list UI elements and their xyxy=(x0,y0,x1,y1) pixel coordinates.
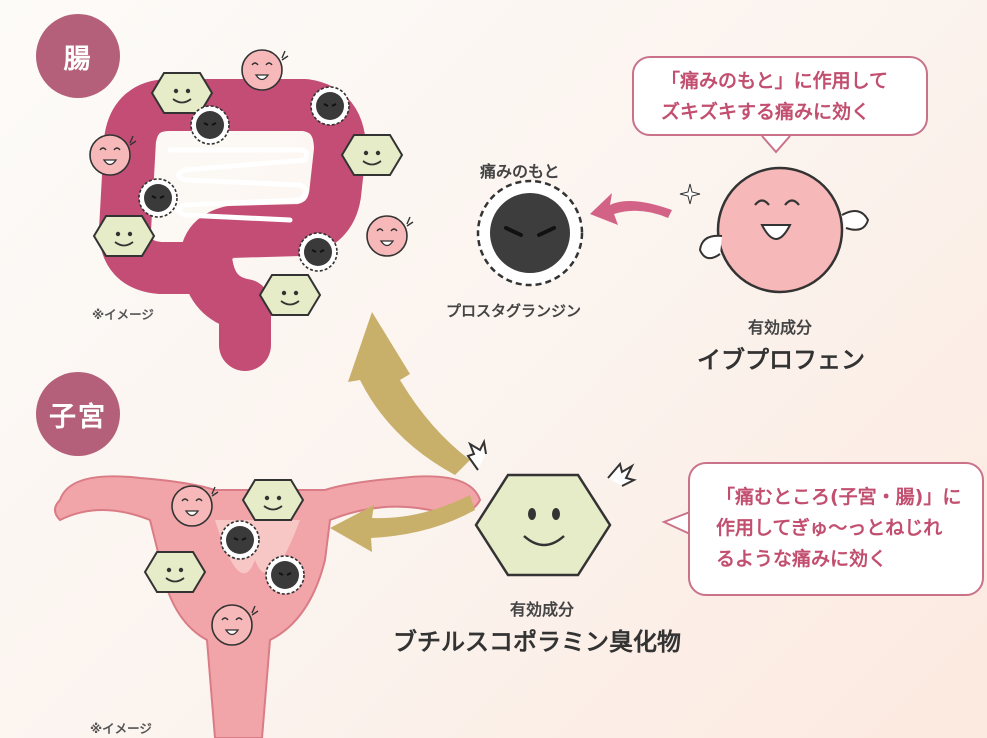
intestine-badge: 腸 xyxy=(36,14,120,98)
hexagon-character-icon xyxy=(145,552,205,592)
pain-source-title: 痛みのもと xyxy=(480,158,560,182)
pink-character-icon xyxy=(367,216,413,256)
ibuprofen-bubble-line-1: 「痛みのもと」に作用して xyxy=(661,66,926,97)
arrow-to-intestine-icon xyxy=(348,312,470,475)
uterus-badge: 子宮 xyxy=(36,372,120,456)
ibuprofen-ingredient-label: 有効成分 xyxy=(748,314,812,338)
arrow-to-pain-source-icon xyxy=(590,193,672,225)
uterus-badge-label: 子宮 xyxy=(49,395,107,434)
bubble-tail xyxy=(762,136,790,152)
dark-ball-icon xyxy=(191,106,229,144)
sparkle-icon xyxy=(680,184,700,204)
dark-ball-icon xyxy=(311,87,349,125)
prostaglandin-icon xyxy=(478,181,582,285)
uterus-image-note: ※イメージ xyxy=(90,718,152,737)
hexagon-character-icon xyxy=(243,480,303,520)
prostaglandin-label: プロスタグランジン xyxy=(446,300,581,321)
butylscopolamine-bubble-line-3: るような痛みに効く xyxy=(716,544,982,575)
butylscopolamine-bubble-line-2: 作用してぎゅ〜っとねじれ xyxy=(716,513,982,544)
dark-ball-icon xyxy=(299,233,337,271)
dark-ball-icon xyxy=(221,521,259,559)
dark-ball-icon xyxy=(139,179,177,217)
ibuprofen-character-icon xyxy=(700,168,868,292)
ibuprofen-bubble-line-2: ズキズキする痛みに効く xyxy=(661,97,926,128)
butylscopolamine-name: ブチルスコポラミン臭化物 xyxy=(393,622,681,657)
ibuprofen-speech-bubble: 「痛みのもと」に作用して ズキズキする痛みに効く xyxy=(632,56,928,136)
butylscopolamine-ingredient-label: 有効成分 xyxy=(510,596,574,620)
intestine-badge-label: 腸 xyxy=(64,37,93,76)
dark-ball-icon xyxy=(266,556,304,594)
hexagon-character-icon xyxy=(342,135,402,175)
butylscopolamine-speech-bubble: 「痛むところ(子宮・腸)」に 作用してぎゅ〜っとねじれ るような痛みに効く xyxy=(688,462,984,596)
ibuprofen-name: イブプロフェン xyxy=(697,340,865,375)
hexagon-character-icon xyxy=(94,216,154,256)
butylscopolamine-bubble-line-1: 「痛むところ(子宮・腸)」に xyxy=(716,482,982,513)
butylscopolamine-character-icon xyxy=(468,442,634,575)
bubble-tail xyxy=(664,512,690,534)
intestine-image-note: ※イメージ xyxy=(92,304,154,323)
hexagon-character-icon xyxy=(260,275,320,315)
